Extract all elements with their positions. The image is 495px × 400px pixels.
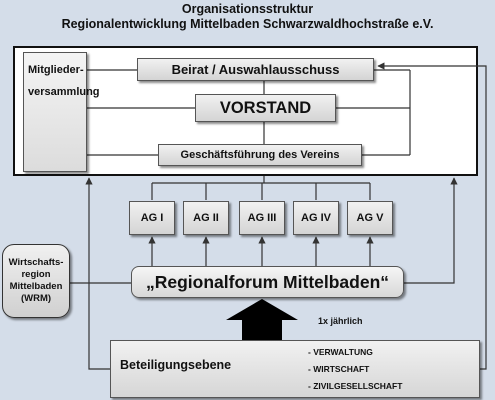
beteiligung-list: - VERWALTUNG - WIRTSCHAFT - ZIVILGESELLS… bbox=[308, 344, 402, 395]
ag-box-5: AG V bbox=[347, 201, 393, 235]
beirat-box: Beirat / Auswahlausschuss bbox=[137, 58, 374, 81]
beteiligung-item: - VERWALTUNG bbox=[308, 347, 373, 357]
beteiligung-item: - WIRTSCHAFT bbox=[308, 364, 370, 374]
vorstand-box: VORSTAND bbox=[195, 94, 336, 122]
mitgliederversammlung-box: Mitglieder- versammlung bbox=[23, 52, 100, 172]
beteiligungsebene-box bbox=[110, 340, 480, 398]
ag-box-3: AG III bbox=[239, 201, 285, 235]
beteiligung-to-mv-arrow bbox=[85, 177, 110, 370]
frequency-label: 1x jährlich bbox=[318, 316, 363, 326]
regionalforum-box: „Regionalforum Mittelbaden“ bbox=[131, 266, 404, 298]
big-up-arrow bbox=[226, 299, 298, 340]
wrm-line3: Mittelbaden bbox=[9, 281, 63, 292]
forum-to-frame-arrow bbox=[404, 177, 458, 284]
geschaeftsfuehrung-box: Geschäftsführung des Vereins bbox=[158, 144, 362, 166]
wrm-line2: region bbox=[21, 269, 51, 280]
chart-title-line1: Organisationsstruktur bbox=[181, 2, 314, 16]
ag-box-4: AG IV bbox=[293, 201, 339, 235]
beteiligung-to-beirat-arrow bbox=[377, 62, 487, 370]
wrm-line1: Wirtschafts- bbox=[8, 257, 64, 268]
ag-box-1: AG I bbox=[129, 201, 175, 235]
wrm-box: Wirtschafts- region Mittelbaden (WRM) bbox=[2, 244, 70, 318]
mitgliederversammlung-label-line2: versammlung bbox=[28, 86, 100, 98]
ag-box-2: AG II bbox=[183, 201, 229, 235]
beteiligungsebene-label: Beteiligungsebene bbox=[120, 358, 232, 372]
beteiligung-item: - ZIVILGESELLSCHAFT bbox=[308, 381, 403, 391]
chart-title-line2: Regionalentwicklung Mittelbaden Schwarzw… bbox=[61, 17, 434, 31]
wrm-line4: (WRM) bbox=[20, 293, 52, 304]
mitgliederversammlung-label-line1: Mitglieder- bbox=[28, 64, 84, 76]
